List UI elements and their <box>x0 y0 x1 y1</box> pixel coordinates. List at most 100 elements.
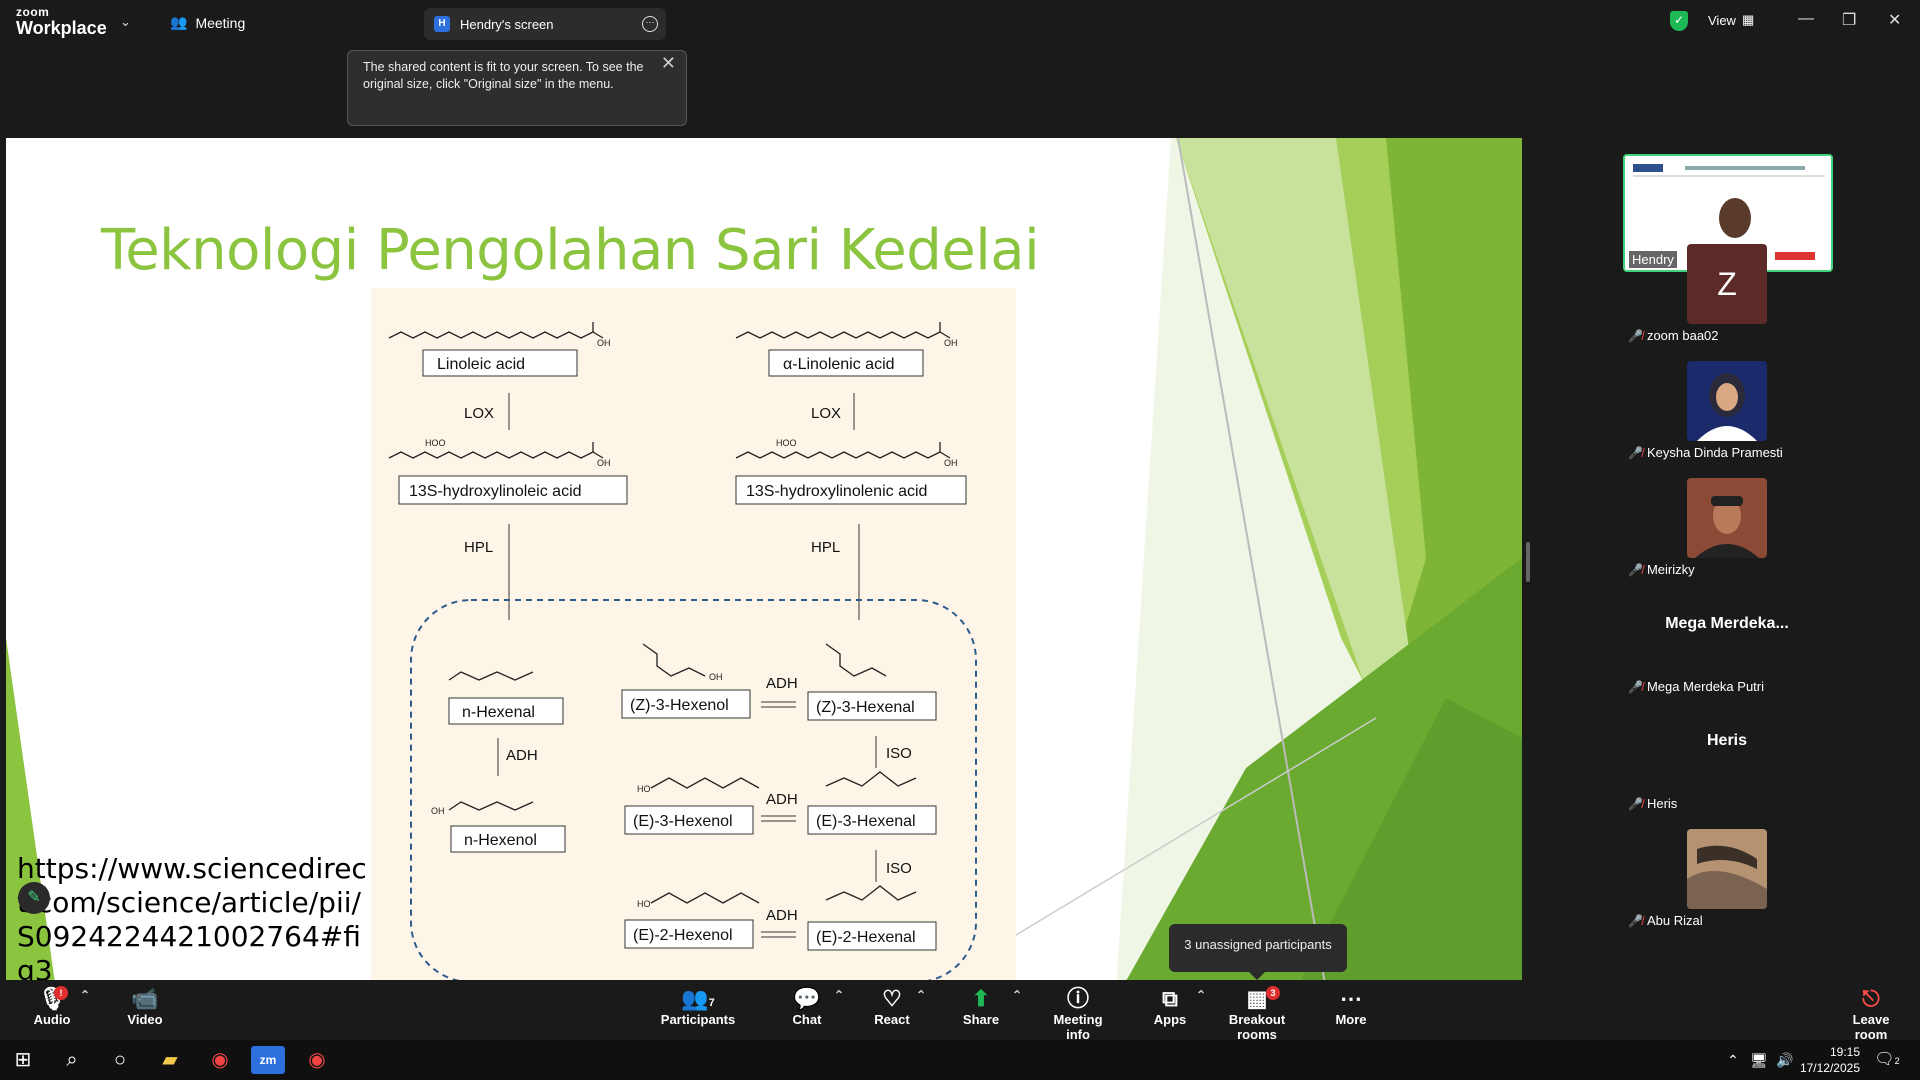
oh-label: OH <box>597 338 611 348</box>
adh-label: ADH <box>766 907 798 924</box>
meeting-stage: Teknologi Pengolahan Sari Kedelai <box>0 46 1920 990</box>
notification-center-icon[interactable]: 🗨2 <box>1874 1051 1900 1068</box>
participant-name-row: 🎤̸ Meirizky <box>1628 562 1695 577</box>
apps-button[interactable]: ⧉ Apps ⌃ <box>1152 986 1206 1027</box>
n-hexenal-label: n-Hexenal <box>462 704 535 721</box>
chevron-up-icon[interactable]: ⌃ <box>1012 988 1023 1002</box>
leave-room-button[interactable]: ⎋ Leave room <box>1838 986 1904 1042</box>
chat-button[interactable]: 💬 Chat ⌃ <box>790 986 845 1027</box>
breakout-tooltip: 3 unassigned participants <box>1169 924 1347 980</box>
oh-label: OH <box>944 458 958 468</box>
participant-name: Heris <box>1646 796 1678 811</box>
oh-label: OH <box>709 672 723 682</box>
shared-screen-tab[interactable]: H Hendry's screen ··· <box>424 8 666 40</box>
oh-label: OH <box>944 338 958 348</box>
restore-icon[interactable]: ❐ <box>1842 12 1857 29</box>
clock-date: 17/12/2025 <box>1799 1061 1860 1075</box>
task-view-icon[interactable]: ○ <box>113 1049 127 1071</box>
participant-tile-keysha[interactable]: 🎤̸ Keysha Dinda Pramesti <box>1624 361 1830 473</box>
lox-label: LOX <box>811 405 841 422</box>
audio-warning-badge: ! <box>54 986 68 1000</box>
minimize-icon[interactable]: — <box>1798 10 1814 27</box>
chevron-up-icon[interactable]: ⌃ <box>916 988 927 1002</box>
zoom-logo: zoom Workplace <box>16 6 107 37</box>
compound-labels: Linoleic acid α-Linolenic acid LOX LOX 1… <box>398 349 977 983</box>
breakout-rooms-label: Breakout rooms <box>1228 1012 1286 1042</box>
clock[interactable]: 19:15 17/12/2025 <box>1790 1044 1860 1076</box>
avatar <box>1687 478 1767 558</box>
react-label: React <box>874 1012 910 1027</box>
chrome-icon[interactable]: ◉ <box>211 1049 229 1071</box>
meeting-info-button[interactable]: ⓘ Meeting info <box>1042 986 1114 1042</box>
hpl-label: HPL <box>464 539 493 556</box>
network-icon[interactable]: 🖥 <box>1750 1052 1768 1068</box>
apps-icon: ⧉ <box>1162 986 1178 1011</box>
zoom-app-icon[interactable]: zm <box>251 1046 285 1074</box>
participant-tile-zoom-baa02[interactable]: Z 🎤̸ zoom baa02 <box>1624 244 1830 356</box>
chevron-up-icon[interactable]: ⌃ <box>80 988 91 1002</box>
participant-name: Hendry <box>1629 251 1677 268</box>
participants-icon: 👥7 <box>681 986 715 1011</box>
close-icon[interactable]: ✕ <box>1888 12 1902 29</box>
search-icon[interactable]: ⌕ <box>66 1049 78 1071</box>
view-button[interactable]: View ▦ <box>1708 12 1754 28</box>
mic-muted-icon: 🎤̸ <box>1628 445 1643 460</box>
more-options-icon[interactable]: ··· <box>642 16 658 32</box>
volume-icon[interactable]: 🔊 <box>1776 1052 1794 1068</box>
participant-name: Abu Rizal <box>1646 913 1703 928</box>
video-button[interactable]: 📹 Video <box>120 986 170 1027</box>
atom-labels: OH OH OH OH HOO HOO OH OH HO HO <box>425 338 958 909</box>
lox-label: LOX <box>464 405 494 422</box>
logo-line1: zoom <box>16 5 50 19</box>
participants-button[interactable]: 👥7 Participants <box>660 986 736 1027</box>
grid-icon: ▦ <box>1741 12 1755 27</box>
host-badge: H <box>434 16 450 32</box>
shared-slide: Teknologi Pengolahan Sari Kedelai <box>6 138 1522 990</box>
react-button[interactable]: ♡ React ⌃ <box>874 986 926 1027</box>
oh-label: OH <box>431 806 445 816</box>
clock-time: 19:15 <box>1829 1045 1860 1059</box>
e3-hexenol-label: (E)-3-Hexenol <box>633 813 733 830</box>
slide-title: Teknologi Pengolahan Sari Kedelai <box>101 218 1040 283</box>
tray-chevron-icon[interactable]: ⌃ <box>1727 1052 1739 1068</box>
mic-muted-icon: 🎤̸ <box>1628 913 1643 928</box>
mic-muted-icon: 🎤̸ <box>1628 679 1643 694</box>
hydroxylinolenic-label: 13S-hydroxylinolenic acid <box>746 483 927 500</box>
participant-tile-abu-rizal[interactable]: 🎤̸ Abu Rizal <box>1624 829 1830 941</box>
chrome-icon[interactable]: ◉ <box>308 1049 326 1071</box>
linoleic-acid-label: Linoleic acid <box>437 356 525 373</box>
file-explorer-icon[interactable]: ▰ <box>162 1049 178 1071</box>
participant-name: Meirizky <box>1646 562 1695 577</box>
shield-icon[interactable]: ✓ <box>1670 11 1688 31</box>
windows-start-icon[interactable]: ⊞ <box>14 1049 32 1071</box>
chevron-down-icon[interactable]: ⌄ <box>120 14 131 29</box>
more-button[interactable]: ⋯ More <box>1334 986 1368 1027</box>
exit-icon: ⎋ <box>1862 986 1880 1011</box>
heart-icon: ♡ <box>882 986 902 1011</box>
meeting-menu[interactable]: 👥 Meeting <box>170 14 245 31</box>
meeting-info-label: Meeting info <box>1053 1012 1103 1042</box>
audio-button[interactable]: 🎙 ! Audio ⌃ <box>30 986 90 1027</box>
oh-label: OH <box>597 458 611 468</box>
participant-tile-meirizky[interactable]: 🎤̸ Meirizky <box>1624 478 1830 590</box>
info-icon: ⓘ <box>1066 986 1089 1011</box>
annotate-pen-icon[interactable]: ✎ <box>18 882 50 914</box>
shared-screen-label: Hendry's screen <box>460 16 554 32</box>
hydroxylinoleic-label: 13S-hydroxylinoleic acid <box>409 483 582 500</box>
chevron-up-icon[interactable]: ⌃ <box>834 988 845 1002</box>
e2-hexenol-label: (E)-2-Hexenol <box>633 927 733 944</box>
breakout-rooms-button[interactable]: ▦ 3 Breakout rooms <box>1214 986 1300 1042</box>
windows-taskbar: ⊞ ⌕ ○ ▰ ◉ zm ◉ ⌃ 🖥 🔊 19:15 17/12/2025 🗨2 <box>0 1040 1920 1080</box>
adh-label: ADH <box>766 675 798 692</box>
panel-resize-handle[interactable] <box>1526 542 1530 582</box>
breakout-badge: 3 <box>1266 986 1280 1000</box>
participant-name-row: 🎤̸ zoom baa02 <box>1628 328 1719 343</box>
close-icon[interactable]: ✕ <box>660 53 676 73</box>
share-button[interactable]: ⬆ Share ⌃ <box>962 986 1022 1027</box>
participant-tile-heris[interactable]: Heris 🎤̸ Heris <box>1624 712 1830 824</box>
chevron-up-icon[interactable]: ⌃ <box>1196 988 1207 1002</box>
slide-background <box>6 138 1522 990</box>
participant-display-name: Heris <box>1706 732 1748 749</box>
avatar: Z <box>1687 244 1767 324</box>
participant-tile-mega[interactable]: Mega Merdeka... 🎤̸ Mega Merdeka Putri <box>1624 595 1830 707</box>
